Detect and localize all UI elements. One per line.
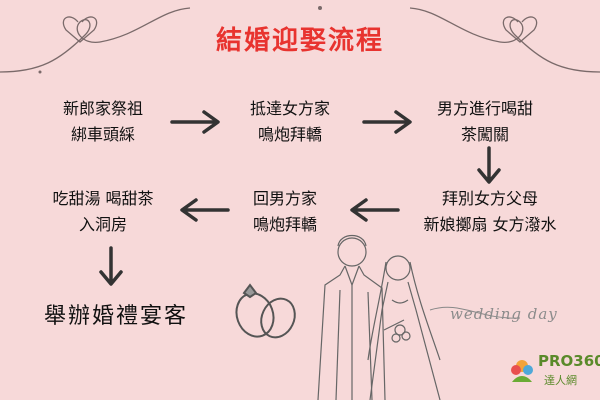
heart-right-icon <box>502 16 538 43</box>
arrow-left-1-icon <box>350 198 400 222</box>
step-1-line1: 新郎家祭祖 <box>62 99 143 118</box>
step-5: 回男方家 鳴炮拜轎 <box>215 186 355 238</box>
heart-left-icon <box>62 16 98 43</box>
arrow-right-2-icon <box>362 110 412 134</box>
step-3-line2: 茶闖關 <box>460 125 509 144</box>
step-5-line1: 回男方家 <box>252 189 317 208</box>
page-title: 結婚迎娶流程 <box>215 26 384 56</box>
wedding-day-text: wedding day <box>450 305 558 323</box>
logo-subtitle: 達人網 <box>544 374 577 387</box>
step-4-line2: 新娘擲扇 女方潑水 <box>423 215 557 234</box>
wedding-rings-icon <box>235 283 296 339</box>
logo-name: PRO360 <box>538 352 600 370</box>
step-3-line1: 男方進行喝甜 <box>436 99 533 118</box>
step-1-line2: 綁車頭綵 <box>70 125 135 144</box>
step-2-line1: 抵達女方家 <box>249 99 330 118</box>
step-2: 抵達女方家 鳴炮拜轎 <box>220 96 360 148</box>
step-6: 吃甜湯 喝甜茶 入洞房 <box>28 186 178 238</box>
step-6-line1: 吃甜湯 喝甜茶 <box>52 189 154 208</box>
step-4: 拜別女方父母 新娘擲扇 女方潑水 <box>400 186 580 238</box>
step-5-line2: 鳴炮拜轎 <box>252 215 317 234</box>
arrow-left-2-icon <box>180 198 230 222</box>
pro360-logo: PRO360 達人網 <box>508 352 600 396</box>
step-1: 新郎家祭祖 綁車頭綵 <box>28 96 178 148</box>
couple-illustration <box>317 234 441 400</box>
logo-flower-icon <box>511 360 533 382</box>
step-4-line1: 拜別女方父母 <box>441 189 538 208</box>
step-2-line2: 鳴炮拜轎 <box>257 125 322 144</box>
arrow-down-2-icon <box>99 246 123 286</box>
arrow-down-1-icon <box>477 146 501 184</box>
step-3: 男方進行喝甜 茶闖關 <box>410 96 560 148</box>
final-step: 舉辦婚禮宴客 <box>44 304 189 329</box>
step-6-line2: 入洞房 <box>78 215 127 234</box>
arrow-right-1-icon <box>170 110 220 134</box>
